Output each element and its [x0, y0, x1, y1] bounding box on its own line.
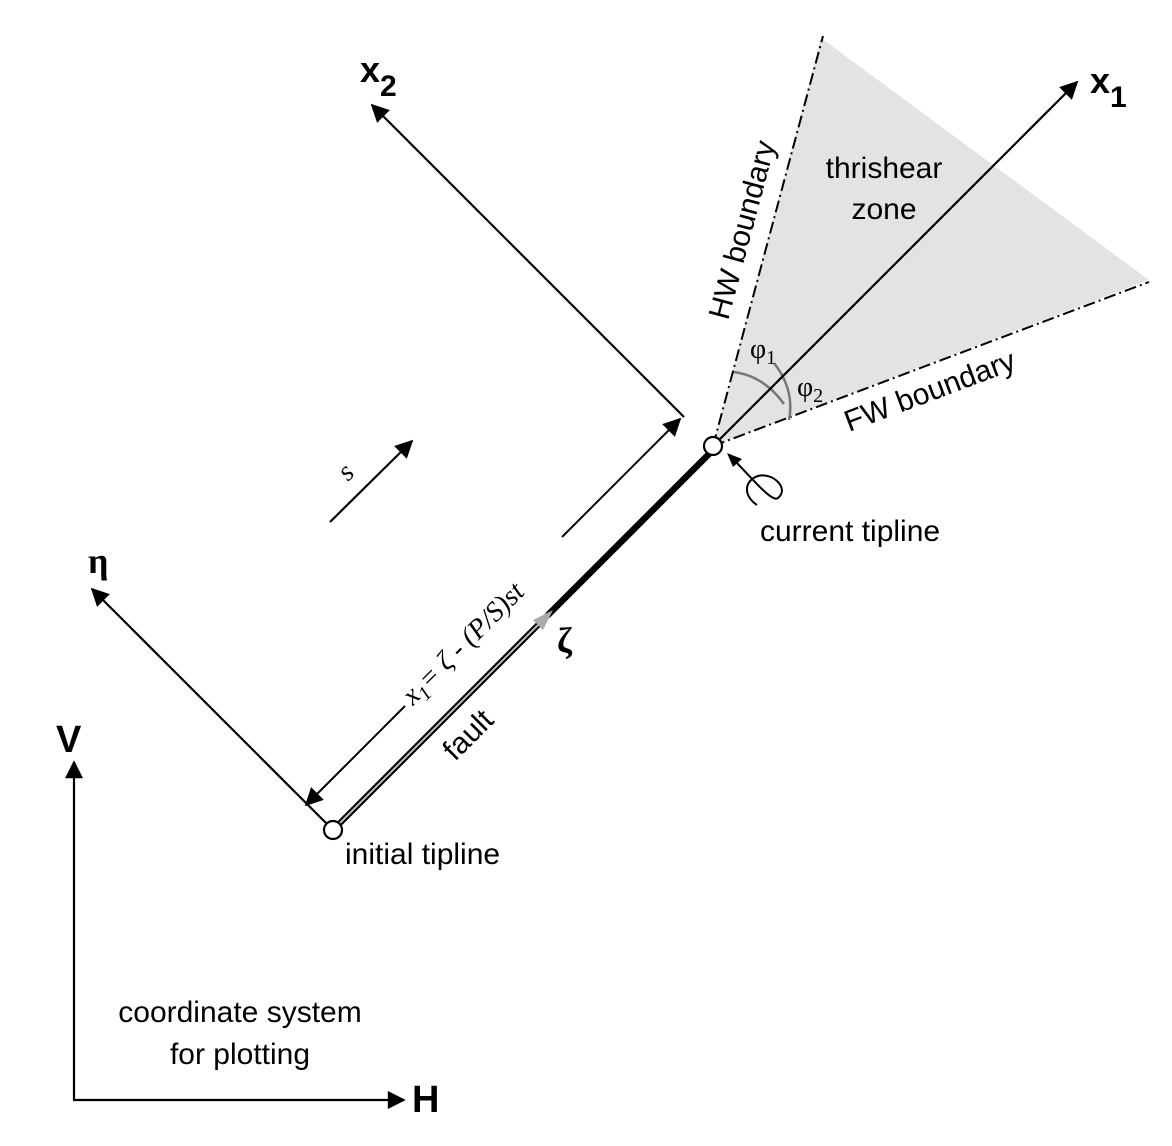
thrishear-zone-label-line2: zone — [851, 193, 916, 226]
x1-equation: x1= ζ - (P/S)st — [395, 576, 534, 715]
x2-axis — [370, 103, 685, 418]
current-tipline-pointer — [733, 459, 783, 506]
thrishear-zone — [713, 38, 1149, 446]
phi2-arc — [773, 362, 792, 421]
zeta-label: ζ — [557, 620, 573, 660]
h-axis-label: H — [412, 1079, 439, 1121]
s-label: s — [331, 457, 361, 487]
x2-axis-label: x2 — [360, 49, 397, 103]
s-arrow — [329, 439, 414, 523]
thrishear-zone-label-line1: thrishear — [826, 152, 943, 185]
fw-boundary-line — [712, 281, 1150, 447]
phi2-label: φ2 — [797, 372, 823, 407]
eta-axis-label: η — [88, 541, 108, 581]
v-axis-label: V — [56, 719, 82, 761]
x1-measure-arrow-lower — [304, 705, 406, 807]
initial-tipline-marker — [322, 819, 344, 841]
x1-axis — [712, 80, 1079, 447]
phi1-arc — [733, 370, 786, 405]
current-tipline-label: current tipline — [760, 515, 940, 548]
initial-tipline-label: initial tipline — [345, 838, 500, 871]
phi1-label: φ1 — [750, 334, 776, 369]
hw-boundary-line — [712, 35, 824, 447]
coordinate-system-label-line2: for plotting — [170, 1038, 310, 1071]
eta-axis — [90, 587, 334, 831]
coordinate-system-label-line1: coordinate system — [118, 996, 361, 1029]
current-tipline-pointer-head — [727, 453, 742, 467]
current-tipline-marker — [702, 435, 724, 457]
fault-initial-segment-inner — [335, 614, 549, 828]
x1-axis-label: x1 — [1090, 60, 1127, 114]
zeta-slip-arrowhead — [533, 610, 553, 630]
fault-propagated-segment — [545, 449, 714, 618]
x1-measure-arrow-upper — [561, 417, 682, 538]
